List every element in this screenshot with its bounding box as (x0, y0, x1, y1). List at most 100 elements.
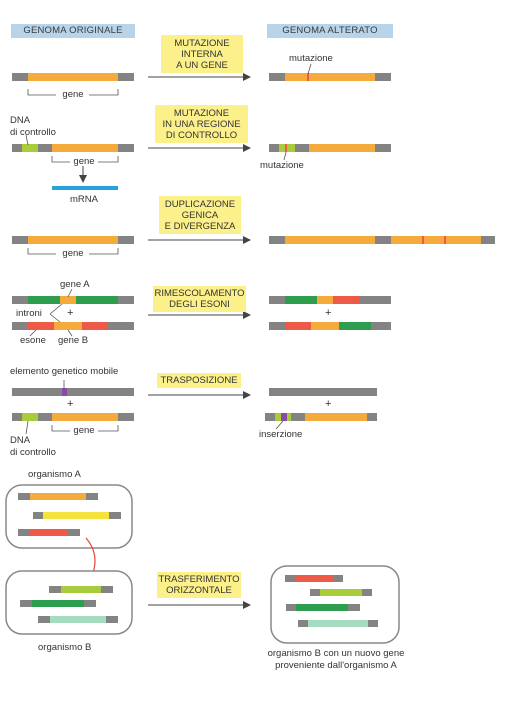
mint-gene (308, 620, 368, 627)
gray-segment (269, 322, 285, 330)
gray-segment (375, 236, 391, 244)
exon-red (28, 322, 54, 330)
mutation-mark (285, 144, 287, 152)
light-green-gene (320, 589, 362, 596)
organism-a-chromosome-1 (18, 493, 98, 500)
target-chromosome (12, 413, 134, 421)
gray-segment (291, 413, 305, 421)
gray-segment (375, 73, 391, 81)
gray-segment (38, 413, 52, 421)
gray-segment (18, 493, 30, 500)
process-box-gene-duplication: DUPLICAZIONE GENICA E DIVERGENZA (159, 196, 241, 234)
mobile-element-chromosome (12, 388, 134, 396)
process-box-horizontal-transfer: TRASFERIMENTO ORIZZONTALE (157, 572, 241, 598)
organism-b-label: organismo B (38, 642, 92, 653)
gray-segment (359, 296, 391, 304)
altered-dup-chromosome (269, 236, 495, 244)
exon-green (285, 296, 317, 304)
gray-segment (12, 388, 134, 396)
new-organism-b-chromosome-1 (285, 575, 343, 582)
gray-segment (12, 296, 28, 304)
gray-segment (333, 575, 343, 582)
gene-segment (52, 413, 118, 421)
gray-segment (12, 73, 28, 81)
gene-b-chromosome (12, 322, 134, 330)
gray-segment (38, 144, 52, 152)
orange-gene (30, 493, 86, 500)
gray-segment (106, 616, 118, 623)
gray-segment (295, 144, 309, 152)
esone-label: esone (20, 335, 46, 346)
gray-segment (20, 600, 32, 607)
shuffled-chromosome-2 (269, 322, 391, 330)
row-exon-shuffling (12, 288, 391, 337)
gray-segment (269, 73, 285, 81)
mutation-pointer (307, 63, 312, 75)
transferred-red-gene (295, 575, 333, 582)
new-organism-b-chromosome-3 (286, 604, 360, 611)
gene-label: gene (62, 248, 84, 259)
gray-segment (118, 73, 134, 81)
introni-pointer (49, 303, 63, 323)
gray-segment (18, 529, 30, 536)
gray-segment (310, 589, 320, 596)
altered-gene-chromosome (269, 73, 391, 81)
mrna-strand (52, 186, 118, 190)
gray-segment (101, 586, 113, 593)
esone-pointer (29, 329, 37, 337)
mobile-element (62, 388, 67, 396)
dark-green-gene (32, 600, 84, 607)
intron-orange (54, 322, 82, 330)
intron-orange (317, 296, 333, 304)
gray-segment (68, 529, 80, 536)
gene-b-pointer (67, 329, 73, 337)
gene-a-chromosome (12, 296, 134, 304)
gray-segment (269, 144, 279, 152)
gene-b-label: gene B (58, 335, 89, 346)
mutation-label: mutazione (260, 160, 304, 171)
organism-b-chromosome-2 (20, 600, 96, 607)
gray-segment (33, 512, 43, 519)
gray-segment (286, 604, 296, 611)
exon-green (76, 296, 118, 304)
gray-segment (12, 322, 28, 330)
gray-segment (348, 604, 360, 611)
divergence-mark (422, 236, 424, 244)
yellow-gene (43, 512, 109, 519)
gray-segment (285, 575, 295, 582)
gray-segment (118, 144, 134, 152)
gene-a-pointer (67, 288, 73, 298)
control-dna-label: DNA di controllo (10, 435, 56, 458)
gene-copy-2 (391, 236, 481, 244)
control-dna-segment (22, 413, 38, 421)
light-green-gene (61, 586, 101, 593)
gray-segment (367, 413, 377, 421)
row-internal-mutation (12, 63, 391, 96)
gene-copy-1 (285, 236, 375, 244)
process-box-internal-mutation: MUTAZIONE INTERNA A UN GENE (161, 35, 243, 73)
plus-sign: + (325, 307, 332, 319)
mint-gene (50, 616, 106, 623)
inserted-element (281, 413, 287, 421)
gray-segment (49, 586, 61, 593)
control-pointer (25, 420, 29, 435)
plus-sign: + (325, 398, 332, 410)
new-organism-b-chromosome-4 (298, 620, 378, 627)
altered-control-chromosome (269, 144, 391, 152)
original-gene-chromosome (12, 73, 134, 81)
row-transposition (12, 380, 377, 435)
exon-green (339, 322, 371, 330)
introni-label: introni (16, 308, 42, 319)
gray-segment (86, 493, 98, 500)
organism-a-chromosome-2 (33, 512, 121, 519)
altered-insertion-chromosome (265, 413, 377, 421)
gene-segment (285, 73, 375, 81)
gene-bracket (27, 248, 119, 255)
gene-bracket (51, 425, 119, 432)
gray-segment (38, 616, 50, 623)
gray-segment (84, 600, 96, 607)
header-altered-genome: GENOMA ALTERATO (267, 24, 393, 38)
process-box-transposition: TRASPOSIZIONE (157, 373, 241, 388)
gray-segment (375, 144, 391, 152)
gene-segment (305, 413, 367, 421)
